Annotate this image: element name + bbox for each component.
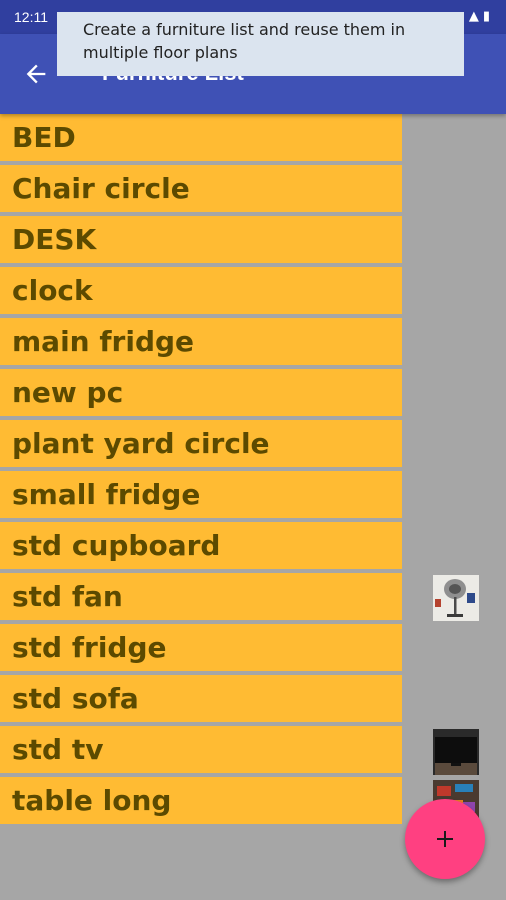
list-item[interactable]: std cupboard [0,522,402,569]
list-item[interactable]: std sofa [0,675,402,722]
add-furniture-button[interactable] [405,799,485,879]
signal-icon: ▲ [468,9,483,24]
fan-thumbnail[interactable] [433,575,479,621]
list-item[interactable]: new pc [0,369,402,416]
status-icons: ▲▮ [469,9,494,24]
list-item[interactable]: std fridge [0,624,402,671]
battery-icon: ▮ [482,9,494,24]
list-item[interactable]: BED [0,114,402,161]
list-item[interactable]: small fridge [0,471,402,518]
arrow-left-icon [26,64,46,84]
plus-icon [405,799,485,879]
list-item[interactable]: plant yard circle [0,420,402,467]
status-time: 12:11 [14,9,48,25]
list-item[interactable]: std tv [0,726,402,773]
list-item[interactable]: main fridge [0,318,402,365]
tooltip: Create a furniture list and reuse them i… [57,12,464,76]
fan-image-icon [433,575,479,621]
tv-image-icon [433,729,479,775]
list-item[interactable]: table long [0,777,402,824]
list-item[interactable]: DESK [0,216,402,263]
list-item[interactable]: clock [0,267,402,314]
back-button[interactable] [18,56,58,96]
list-item[interactable]: std fan [0,573,402,620]
list-item[interactable]: Chair circle [0,165,402,212]
tv-thumbnail[interactable] [433,729,479,775]
